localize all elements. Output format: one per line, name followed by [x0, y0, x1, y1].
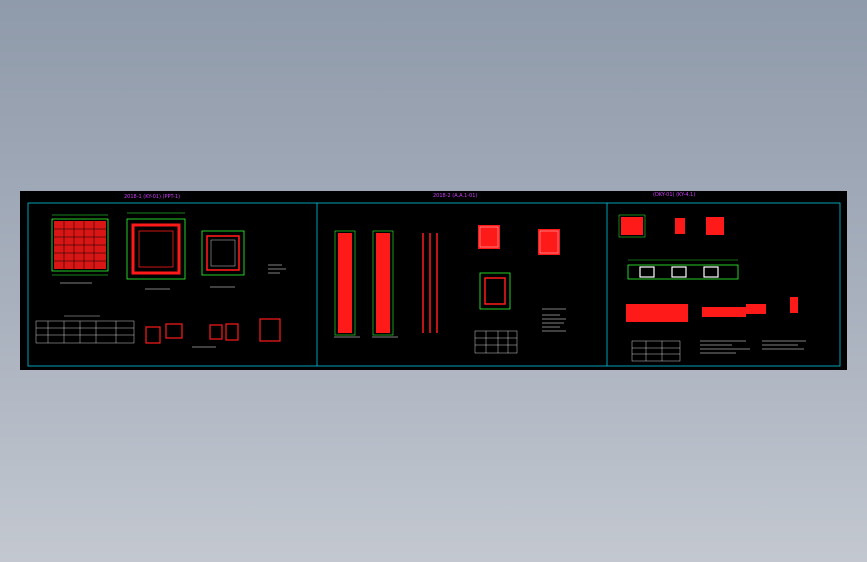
column-elevation-2 [372, 230, 398, 338]
rebar-bars [422, 233, 438, 333]
rebar-table-3 [631, 340, 681, 362]
rebar-table-2 [474, 330, 518, 354]
rebar-table-1 [35, 315, 135, 344]
section-box-3 [479, 272, 511, 310]
sheet-3-title: (DKY-01) (KY-4.1) [653, 192, 695, 198]
section-box-2 [538, 229, 560, 255]
plan-view-1 [51, 214, 109, 284]
beam-elevation [627, 259, 739, 280]
cad-drawing-sheet[interactable]: 2018-1 (KY-01) (PPT-1) 2018-2 (A.A.1-01)… [20, 191, 847, 370]
slab-sections [626, 297, 798, 322]
drawing-frames [27, 202, 841, 367]
notes-block-1 [268, 264, 286, 274]
plan-view-2 [126, 212, 186, 290]
column-elevation-1 [334, 230, 360, 338]
plan-view-3 [201, 230, 245, 288]
section-box-1 [478, 225, 500, 249]
sheet-1-title: 2018-1 (KY-01) (PPT-1) [124, 194, 180, 200]
notes-block-3 [700, 340, 806, 354]
sheet-2-title: 2018-2 (A.A.1-01) [433, 193, 477, 199]
detail-sections-1 [145, 318, 281, 348]
notes-block-2 [542, 308, 566, 332]
detail-row-top [618, 214, 724, 238]
